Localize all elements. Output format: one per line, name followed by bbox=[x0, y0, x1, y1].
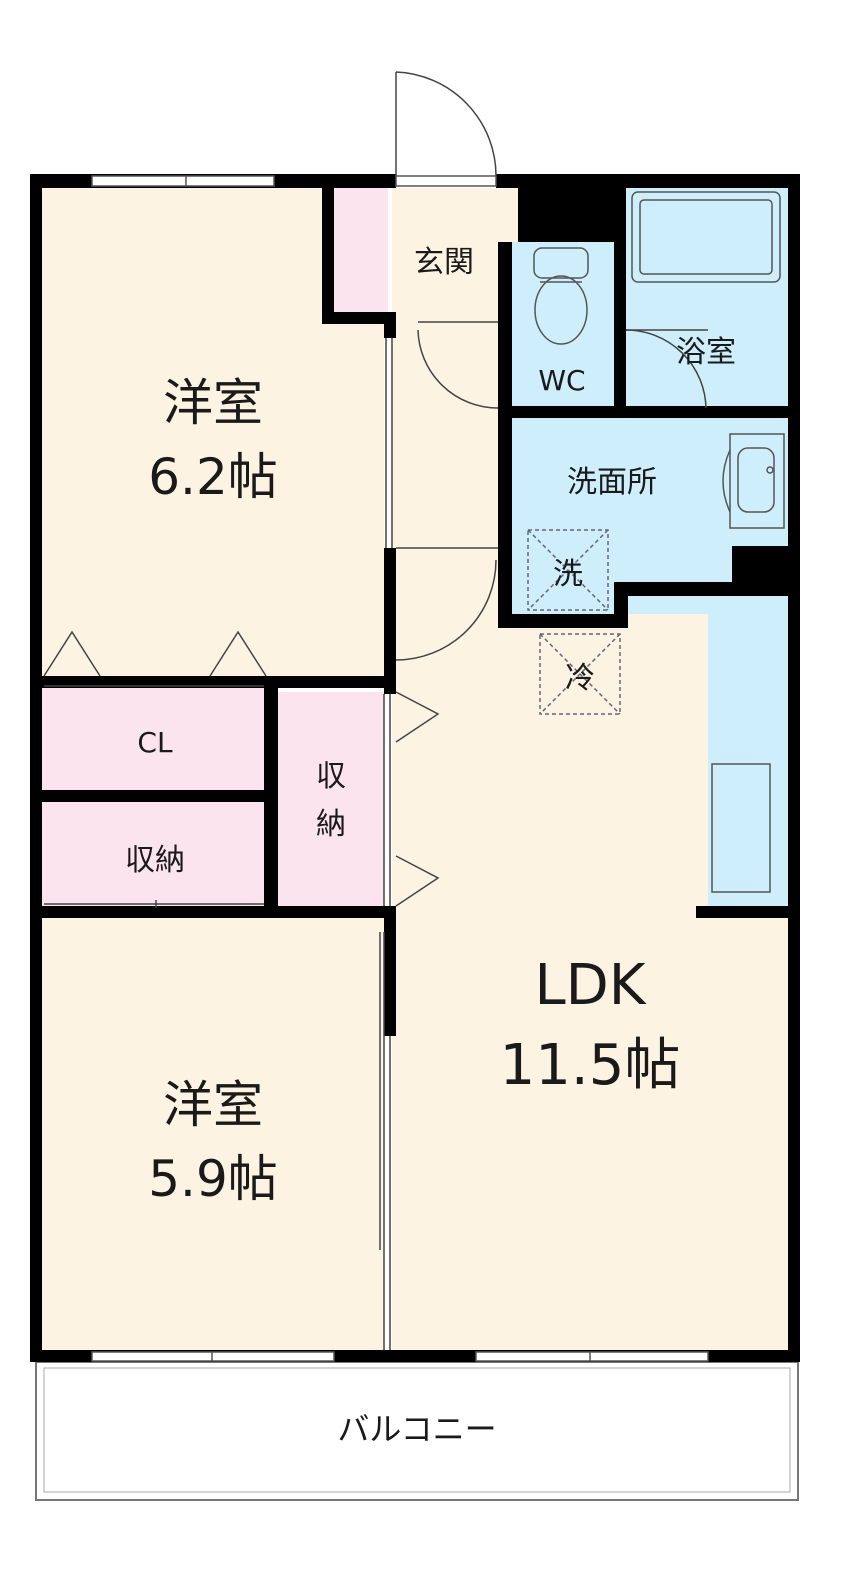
entrance-shoe-storage bbox=[334, 188, 388, 312]
balcony-label: バルコニー bbox=[337, 1410, 496, 1448]
sliding-door-bedroom-bottom bbox=[379, 932, 391, 1350]
bedroom-bottom-size: 5.9帖 bbox=[148, 1150, 278, 1208]
storage-left-label: 収納 bbox=[125, 843, 185, 878]
bedroom-top-size: 6.2帖 bbox=[148, 448, 278, 506]
room-fills bbox=[42, 188, 788, 1356]
storage-center-label-top: 収 bbox=[316, 759, 346, 794]
hall-door bbox=[417, 321, 499, 409]
walls bbox=[30, 174, 800, 1362]
closet-folding-doors bbox=[43, 630, 267, 677]
storage-left-door bbox=[44, 900, 264, 908]
bathroom-door bbox=[625, 329, 708, 409]
windows bbox=[91, 175, 709, 1362]
bathtub-icon bbox=[631, 191, 781, 283]
ldk-door bbox=[395, 547, 498, 661]
fixtures bbox=[527, 191, 785, 893]
closet-label: CL bbox=[137, 726, 173, 759]
toilet-label: WC bbox=[538, 364, 585, 397]
kitchen-counter bbox=[708, 596, 788, 906]
doors bbox=[43, 71, 708, 1350]
washroom-label: 洗面所 bbox=[567, 465, 657, 500]
window-bottom-left bbox=[91, 1351, 335, 1362]
bathroom-floor bbox=[626, 188, 788, 408]
washbasin-icon bbox=[722, 433, 785, 529]
hall-floor bbox=[392, 322, 500, 602]
storage-center-label-bottom: 納 bbox=[316, 807, 346, 842]
toilet-floor bbox=[512, 242, 616, 408]
storage-left-floor bbox=[42, 802, 264, 910]
bathroom-label: 浴室 bbox=[676, 335, 736, 370]
labels: 洋室 6.2帖 洋室 5.9帖 LDK 11.5帖 玄関 WC 浴室 洗面所 洗… bbox=[125, 245, 736, 1448]
bedroom-top-name: 洋室 bbox=[163, 374, 263, 432]
bedroom-bottom-name: 洋室 bbox=[163, 1076, 263, 1134]
kitchen-sink-icon bbox=[711, 763, 771, 893]
washer-label: 洗 bbox=[553, 557, 583, 592]
washer-space-icon bbox=[527, 529, 609, 611]
fridge-space-icon bbox=[539, 633, 621, 715]
window-bottom-right bbox=[475, 1351, 709, 1362]
window-entrance-top bbox=[395, 175, 497, 187]
window-top bbox=[91, 175, 275, 187]
balcony bbox=[35, 1361, 799, 1501]
entrance-label: 玄関 bbox=[414, 245, 474, 280]
fridge-label: 冷 bbox=[565, 661, 595, 696]
ldk-name: LDK bbox=[534, 953, 646, 1018]
closet-floor bbox=[42, 688, 264, 792]
storage-center-floor bbox=[278, 692, 384, 906]
storage-center-doors bbox=[383, 691, 440, 907]
ldk-size: 11.5帖 bbox=[500, 1033, 681, 1098]
sliding-door-bedroom-top bbox=[385, 338, 393, 548]
bedroom-bottom-floor bbox=[42, 918, 384, 1356]
washroom-floor bbox=[512, 418, 788, 546]
entrance-door bbox=[395, 71, 497, 177]
toilet-icon bbox=[533, 247, 589, 345]
